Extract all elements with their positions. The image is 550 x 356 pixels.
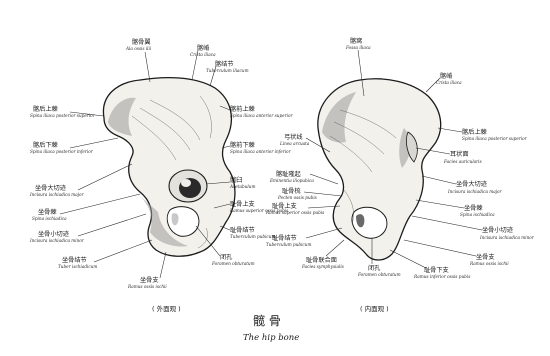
label-cn: 坐骨棘: [38, 208, 57, 216]
label-la: Facies auricularis: [443, 159, 482, 164]
label-la: Acetabulum: [229, 184, 255, 189]
label-la: Eminentia iliopubica: [269, 178, 314, 183]
label-cn: 坐骨小切迹: [38, 230, 69, 238]
label-cn: 坐骨支: [140, 276, 159, 284]
label-cn: 髂结节: [215, 60, 234, 68]
label-la: Incisura ischiadica minor: [479, 235, 535, 240]
label-la: Spina iliaca anterior inferior: [230, 149, 292, 154]
label-cn: 坐骨大切迹: [456, 180, 487, 188]
caption-internal-view: ( 内面观 ): [360, 304, 389, 313]
label-cn: 髂前下棘: [230, 141, 256, 149]
label-la: Ramus ossis ischii: [469, 261, 509, 266]
label-cn: 坐骨结节: [62, 256, 87, 264]
label-cn: 弓状线: [284, 133, 303, 141]
label-la: Ala ossis ilii: [125, 46, 152, 51]
label-cn: 髂窝: [350, 37, 362, 45]
label-cn: 髂后上棘: [33, 105, 59, 113]
label-cn: 髂耻隆起: [276, 170, 301, 178]
label-cn: 耻骨结节: [272, 234, 297, 242]
label-la: Spina iliaca posterior superior: [462, 136, 528, 141]
label-la: Incisura ischiadica major: [29, 192, 85, 197]
label-la: Pecten ossis pubis: [277, 195, 317, 200]
label-cn: 耻骨下支: [424, 266, 449, 274]
label-la: Tuberculum pubicum: [230, 234, 275, 239]
label-la: Ramus superior ossis pubis: [265, 210, 324, 215]
label-cn: 耻骨结节: [230, 226, 255, 234]
label-la: Incisura ischiadica minor: [29, 238, 85, 243]
label-cn: 坐骨棘: [464, 204, 483, 212]
label-la: Tuberculum iliacum: [206, 68, 249, 73]
label-la: Spina iliaca anterior superior: [230, 113, 294, 118]
label-la: Ramus ossis ischii: [127, 284, 167, 289]
label-la: Fossa iliaca: [345, 45, 371, 50]
label-cn: 髂嵴: [440, 72, 452, 80]
label-cn: 髂骨翼: [132, 38, 151, 46]
diagram-subtitle: The hip bone: [243, 333, 299, 343]
label-la: Crista iliaca: [190, 52, 216, 57]
label-la: Crista iliaca: [436, 80, 462, 85]
label-la: Foramen obturatum: [357, 272, 401, 277]
label-la: Spina ischiadica: [32, 216, 67, 221]
label-la: Spina ischiadica: [460, 212, 495, 217]
label-cn: 闭孔: [220, 253, 232, 261]
caption-external-view: ( 外面观 ): [152, 304, 181, 313]
label-la: Tuberculum pubicum: [266, 242, 311, 247]
label-cn: 耻骨梳: [282, 187, 301, 195]
label-la: Incisura ischiadica major: [447, 189, 503, 194]
label-cn: 髋臼: [230, 176, 242, 184]
label-cn: 耻骨上支: [230, 200, 255, 208]
label-la: Ramus inferior ossis pubis: [413, 274, 470, 279]
label-cn: 闭孔: [368, 264, 380, 272]
label-cn: 坐骨大切迹: [35, 184, 66, 192]
label-cn: 坐骨小切迹: [482, 226, 513, 234]
label-cn: 髂嵴: [197, 44, 209, 52]
label-cn: 耳状面: [450, 150, 469, 158]
diagram-title: 髋 骨: [253, 313, 281, 328]
label-cn: 髂后下棘: [33, 141, 59, 149]
label-la: Spina iliaca posterior inferior: [30, 149, 94, 154]
label-la: Facies symphysialis: [301, 264, 344, 269]
label-cn: 坐骨支: [476, 253, 495, 261]
label-cn: 耻骨联合面: [306, 256, 337, 264]
label-la: Tuber ischiadicum: [58, 264, 97, 269]
label-cn: 髂后上棘: [462, 128, 488, 136]
label-la: Foramen obturatum: [211, 261, 255, 266]
label-la: Linea arcuata: [279, 141, 310, 146]
label-cn: 髂前上棘: [230, 105, 256, 113]
label-cn: 耻骨上支: [272, 202, 297, 210]
